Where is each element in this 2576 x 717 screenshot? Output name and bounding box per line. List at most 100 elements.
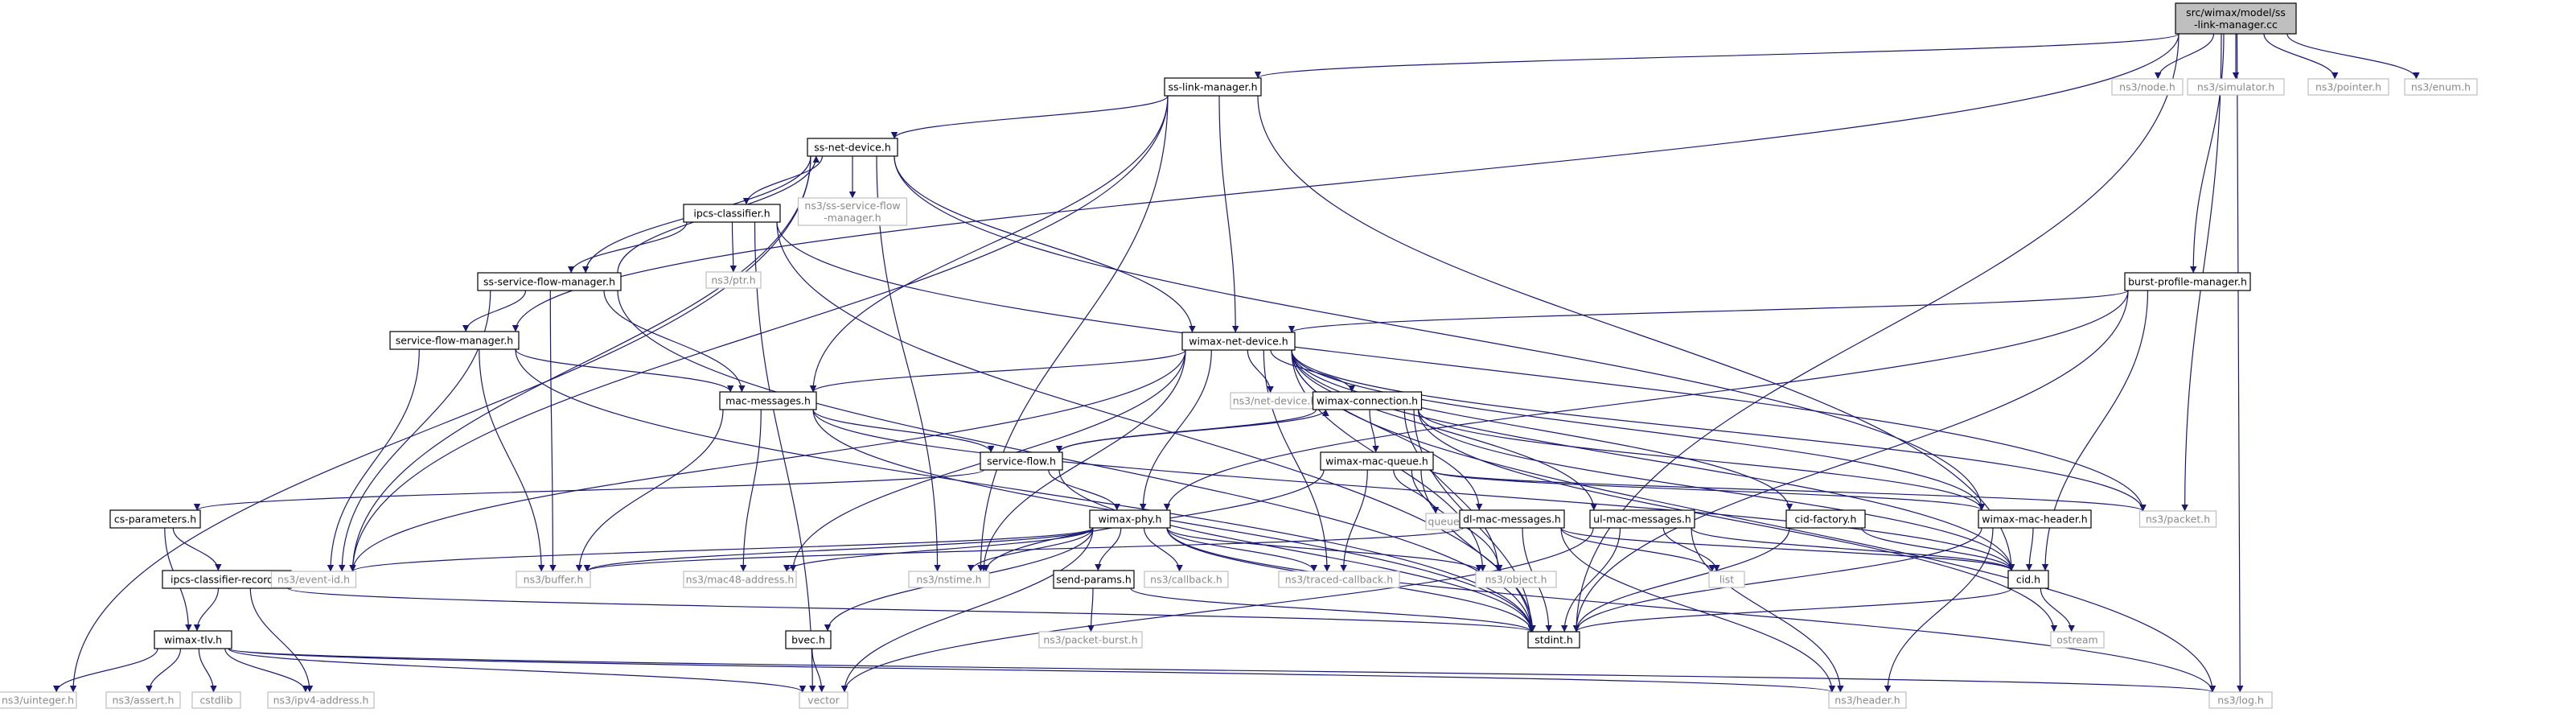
node-wmh[interactable]: wimax-mac-header.h bbox=[1978, 509, 2092, 529]
edge-sslm-to-cid bbox=[1257, 95, 2015, 571]
node-macm[interactable]: mac-messages.h bbox=[719, 391, 817, 410]
node-bpm[interactable]: burst-profile-manager.h bbox=[2124, 272, 2251, 291]
node-cstdlib-box bbox=[191, 691, 241, 709]
edge-ipcs-to-stdint bbox=[776, 221, 1535, 633]
node-wmh-label: wimax-mac-header.h bbox=[1982, 513, 2087, 525]
node-vector-label: vector bbox=[807, 694, 840, 707]
edge-wtlv-to-vector bbox=[228, 648, 806, 693]
node-tcb-label: ns3/traced-callback.h bbox=[1285, 574, 1393, 586]
node-bvec[interactable]: bvec.h bbox=[785, 630, 832, 649]
node-assert-box bbox=[105, 691, 181, 709]
node-ostream-box bbox=[2050, 631, 2105, 649]
edge-wphy-to-callback bbox=[1143, 527, 1183, 572]
edge-root-to-bpm bbox=[2190, 33, 2225, 274]
node-root-label: -link-manager.cc bbox=[2194, 19, 2278, 31]
node-sssfmext-label: -manager.h bbox=[824, 212, 881, 224]
node-callback-box bbox=[1144, 571, 1229, 588]
node-sfm-label: service-flow-manager.h bbox=[396, 335, 513, 347]
node-node-box bbox=[2111, 78, 2184, 96]
node-ipcs[interactable]: ipcs-classifier.h bbox=[683, 204, 781, 223]
node-log-box bbox=[2208, 691, 2273, 709]
edge-sendp-to-stdint bbox=[1130, 587, 1535, 633]
node-sssfm-label: ss-service-flow-manager.h bbox=[483, 276, 615, 288]
node-sslm[interactable]: ss-link-manager.h bbox=[1164, 77, 1262, 97]
node-wnd[interactable]: wimax-net-device.h bbox=[1181, 332, 1296, 351]
edge-wphy-to-sendp bbox=[1095, 527, 1122, 571]
node-sf-label: service-flow.h bbox=[987, 455, 1056, 468]
edge-ulmm-to-stdint bbox=[1561, 527, 1621, 633]
node-object-label: ns3/object.h bbox=[1485, 574, 1547, 586]
node-list-box bbox=[1708, 571, 1745, 588]
node-sfm[interactable]: service-flow-manager.h bbox=[389, 331, 520, 350]
node-root-label: src/wimax/model/ss bbox=[2186, 6, 2286, 19]
edge-wmq-to-wmh bbox=[1429, 469, 1985, 511]
node-wconn-box bbox=[1312, 391, 1423, 410]
edge-wtlv-to-uinteger bbox=[53, 648, 158, 693]
edge-cidf-to-cid bbox=[1861, 527, 2015, 571]
node-sf[interactable]: service-flow.h bbox=[980, 451, 1063, 471]
node-sendp[interactable]: send-params.h bbox=[1053, 570, 1135, 589]
node-sssfm[interactable]: ss-service-flow-manager.h bbox=[477, 272, 622, 291]
node-nstime-box bbox=[908, 571, 990, 588]
edge-wnd-to-macm bbox=[809, 349, 1186, 393]
node-pburst-box bbox=[1038, 631, 1143, 649]
node-bvec-label: bvec.h bbox=[791, 634, 825, 646]
node-pburst-label: ns3/packet-burst.h bbox=[1043, 634, 1137, 646]
edge-wnd-to-tcb bbox=[1263, 349, 1331, 572]
node-ipv4-label: ns3/ipv4-address.h bbox=[273, 694, 369, 707]
node-ipv4: ns3/ipv4-address.h bbox=[267, 691, 375, 709]
edge-cid-to-ostream bbox=[2040, 587, 2075, 633]
node-sf-box bbox=[980, 451, 1063, 471]
node-wphy[interactable]: wimax-phy.h bbox=[1089, 509, 1171, 529]
edge-wnd-to-cid bbox=[1291, 349, 2015, 571]
node-simulator-label: ns3/simulator.h bbox=[2197, 81, 2274, 93]
edge-ssnd-to-wnd bbox=[894, 155, 1196, 333]
node-dlmm-label: dl-mac-messages.h bbox=[1463, 513, 1561, 525]
node-ssnd[interactable]: ss-net-device.h bbox=[807, 138, 898, 157]
node-ulmm[interactable]: ul-mac-messages.h bbox=[1589, 509, 1695, 529]
edge-wmq-to-queue bbox=[1393, 469, 1440, 514]
node-enum: ns3/enum.h bbox=[2404, 78, 2478, 96]
node-simulator: ns3/simulator.h bbox=[2187, 78, 2285, 96]
node-wconn[interactable]: wimax-connection.h bbox=[1312, 391, 1423, 410]
edge-ulmm-to-list bbox=[1662, 527, 1720, 572]
node-dlmm[interactable]: dl-mac-messages.h bbox=[1459, 509, 1565, 529]
edge-bvec-to-vector bbox=[811, 648, 825, 693]
node-ipcs-label: ipcs-classifier.h bbox=[693, 208, 770, 220]
node-csp[interactable]: cs-parameters.h bbox=[109, 509, 201, 529]
node-cstdlib: cstdlib bbox=[191, 691, 241, 709]
node-ipv4-box bbox=[267, 691, 375, 709]
edge-wnd-to-eventid bbox=[349, 349, 1186, 572]
node-stdint-label: stdint.h bbox=[1535, 634, 1573, 646]
node-cid-box bbox=[2007, 570, 2049, 589]
node-cid-label: cid.h bbox=[2016, 574, 2040, 586]
edge-wconn-to-ostream bbox=[1417, 409, 2058, 633]
node-cidf-label: cid-factory.h bbox=[1795, 513, 1857, 525]
edge-dlmm-to-header bbox=[1560, 527, 1836, 693]
node-packet-label: ns3/packet.h bbox=[2146, 513, 2210, 525]
node-bvec-box bbox=[785, 630, 832, 649]
node-sssfmext-label: ns3/ss-service-flow bbox=[804, 200, 900, 212]
node-bpm-label: burst-profile-manager.h bbox=[2128, 276, 2247, 288]
node-stdint-box bbox=[1527, 631, 1580, 649]
node-wtlv[interactable]: wimax-tlv.h bbox=[154, 630, 232, 649]
node-stdint[interactable]: stdint.h bbox=[1527, 631, 1580, 649]
node-ptr: ns3/ptr.h bbox=[705, 271, 762, 289]
edge-sendp-to-pburst bbox=[1087, 587, 1095, 633]
edge-sssfm-to-sfm bbox=[462, 290, 527, 332]
edge-wmq-to-packet bbox=[1429, 469, 2147, 512]
node-sendp-box bbox=[1053, 570, 1135, 589]
node-sfm-box bbox=[389, 331, 520, 350]
edge-wnd-to-log bbox=[1291, 349, 2217, 693]
node-cidf[interactable]: cid-factory.h bbox=[1785, 509, 1866, 529]
node-sslm-label: ss-link-manager.h bbox=[1168, 81, 1257, 93]
node-list: list bbox=[1708, 571, 1745, 588]
node-cid[interactable]: cid.h bbox=[2007, 570, 2049, 589]
node-wmq[interactable]: wimax-mac-queue.h bbox=[1320, 451, 1434, 471]
edge-wmh-to-cid bbox=[2025, 527, 2034, 571]
node-eventid: ns3/event-id.h bbox=[270, 571, 357, 588]
node-sssfmext: ns3/ss-service-flow-manager.h bbox=[797, 197, 908, 226]
edge-wnd-to-wphy bbox=[1140, 349, 1212, 511]
node-icr[interactable]: ipcs-classifier-record.h bbox=[162, 570, 292, 589]
